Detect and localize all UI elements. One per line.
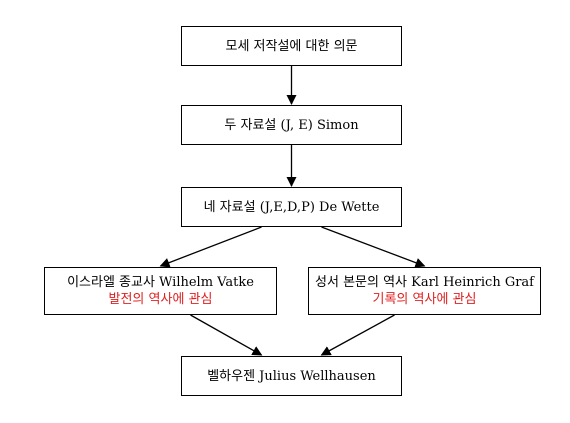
node-bible-text-history-title: 성서 본문의 역사 Karl Heinrich Graf bbox=[315, 275, 534, 290]
node-israel-religion-history-title: 이스라엘 종교사 Wilhelm Vatke bbox=[67, 275, 254, 290]
arrow-n3-n5 bbox=[321, 226, 426, 268]
node-wellhausen: 벨하우젠 Julius Wellhausen bbox=[181, 356, 402, 396]
node-four-source-hypothesis-label: 네 자료설 (J,E,D,P) De Wette bbox=[203, 199, 380, 215]
arrow-n5-n6 bbox=[320, 314, 395, 356]
node-four-source-hypothesis: 네 자료설 (J,E,D,P) De Wette bbox=[181, 187, 402, 227]
node-moses-authorship-doubt: 모세 저작설에 대한 의문 bbox=[181, 26, 402, 66]
node-moses-authorship-doubt-label: 모세 저작설에 대한 의문 bbox=[225, 38, 358, 54]
node-wellhausen-label: 벨하우젠 Julius Wellhausen bbox=[207, 368, 376, 384]
node-bible-text-history: 성서 본문의 역사 Karl Heinrich Graf 기록의 역사에 관심 bbox=[308, 267, 541, 315]
arrow-n4-n6 bbox=[190, 314, 263, 356]
node-bible-text-history-note: 기록의 역사에 관심 bbox=[372, 292, 477, 307]
node-two-source-hypothesis: 두 자료설 (J, E) Simon bbox=[181, 105, 402, 145]
node-israel-religion-history-note: 발전의 역사에 관심 bbox=[108, 292, 213, 307]
node-two-source-hypothesis-label: 두 자료설 (J, E) Simon bbox=[224, 117, 359, 133]
arrow-n3-n4 bbox=[159, 226, 262, 268]
node-israel-religion-history: 이스라엘 종교사 Wilhelm Vatke 발전의 역사에 관심 bbox=[44, 267, 277, 315]
